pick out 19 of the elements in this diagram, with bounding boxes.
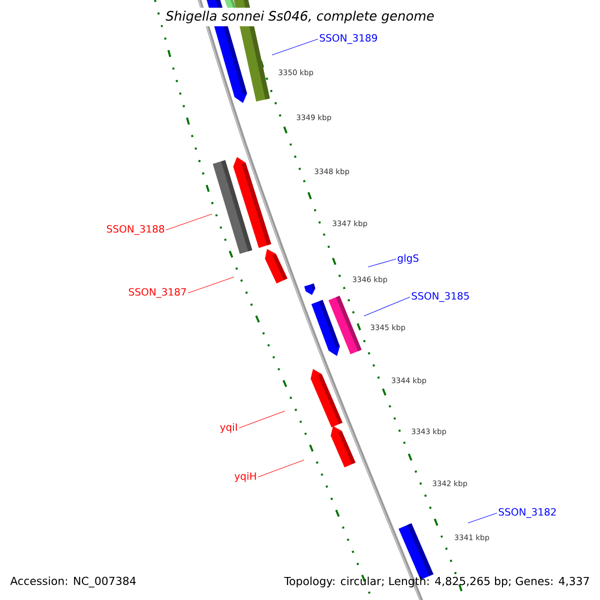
gene-label: yqiH [234, 472, 256, 482]
gene-label: SSON_3189 [320, 34, 377, 44]
gene-label: SSON_3188 [106, 225, 164, 235]
gene-label: SSON_3185 [412, 292, 469, 302]
leader-line [166, 214, 212, 230]
gene-label: SSON_3187 [128, 288, 186, 298]
leader-line [188, 276, 234, 294]
title: Shigella sonnei Ss046, complete genome [162, 8, 438, 26]
leader-line [258, 460, 304, 478]
leader-line [364, 296, 410, 316]
leader-line [238, 410, 286, 428]
gene-label: yqiI [220, 423, 237, 433]
accession-text: Accession: NC_007384 [10, 576, 136, 588]
gene-label: SSON_3182 [498, 508, 556, 518]
leader-line [468, 512, 498, 524]
leader-line [368, 258, 396, 268]
gene-label: glgS [398, 254, 418, 264]
leader-line [272, 38, 318, 56]
genome-info-text: Topology: circular; Length: 4,825,265 bp; Genes: 4,337 [284, 576, 589, 588]
